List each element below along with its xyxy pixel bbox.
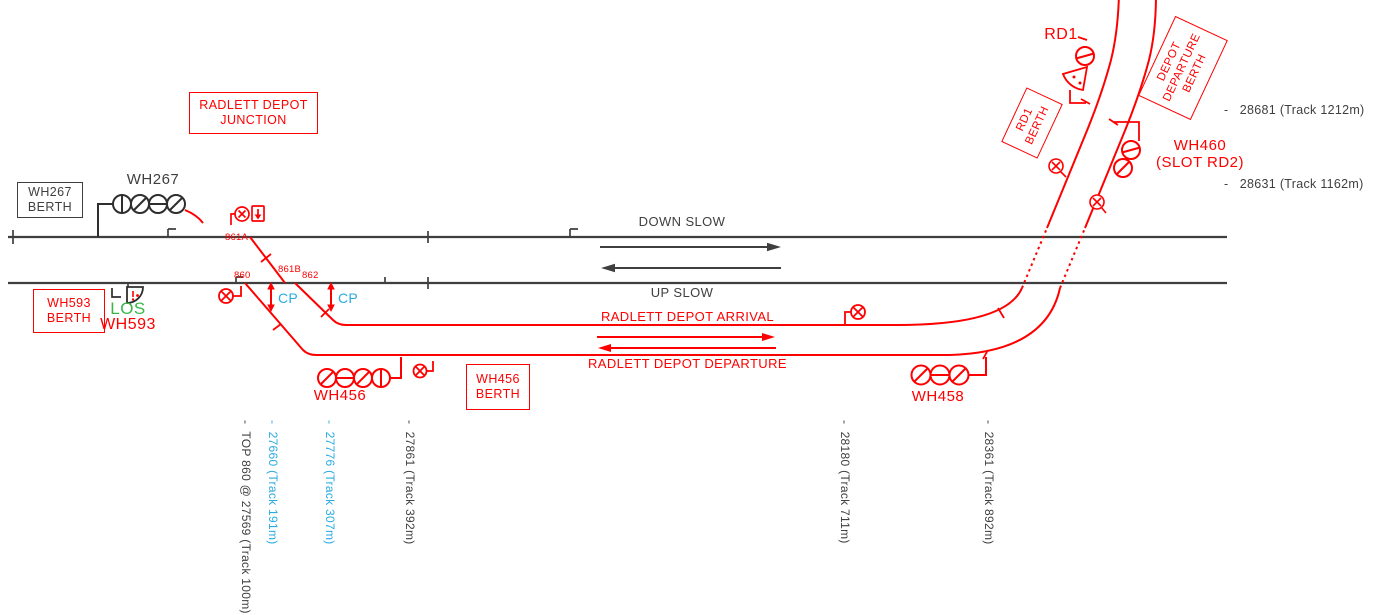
crossover-861a: [249, 236, 286, 284]
shunt-signal-860-icon: [218, 286, 242, 304]
tick-861a: [260, 253, 272, 263]
point-862-label: 862: [302, 270, 319, 281]
cp-arrows: [267, 282, 335, 312]
milepost-27660: - 27660 (Track 191m): [266, 420, 280, 545]
axle-counter-icons: [1048, 158, 1107, 214]
milepost-27776: - 27776 (Track 307m): [323, 420, 337, 545]
wh456-berth-box: WH456 BERTH: [466, 364, 530, 410]
signal-rd1-icon: [1061, 46, 1095, 105]
signal-wh458-label: WH458: [911, 388, 965, 405]
junction-box-line2: JUNCTION: [220, 113, 287, 127]
milepost-28180: - 28180 (Track 711m): [838, 420, 852, 544]
signal-rd1-label: RD1: [1044, 26, 1078, 43]
depot-departure-label: RADLETT DEPOT DEPARTURE: [588, 356, 787, 371]
departure-arrowhead: [598, 344, 611, 352]
wh593-berth-line2: BERTH: [46, 311, 92, 325]
wh267-berth-line1: WH267: [28, 185, 72, 199]
main-direction-arrows: [600, 242, 781, 273]
signal-wh456-label: WH456: [313, 387, 367, 404]
point-861b-label: 861B: [278, 264, 301, 275]
radlett-depot-junction-box: RADLETT DEPOT JUNCTION: [189, 92, 318, 134]
down-slow-arrowhead: [767, 242, 781, 252]
up-slow-arrowhead: [601, 263, 615, 273]
signal-wh460-label: WH460: [1173, 137, 1227, 154]
milepost-28681: - 28681 (Track 1212m): [1224, 103, 1365, 117]
red-track-ticks: [272, 36, 1088, 360]
signal-861a-icon: [230, 205, 265, 225]
wh456-shunt-icon: [412, 361, 434, 379]
depot-arrival-label: RADLETT DEPOT ARRIVAL: [600, 309, 775, 324]
wh593-berth-line1: WH593: [47, 296, 91, 310]
los-wh593-icon: [111, 286, 144, 304]
signal-wh460-icon: [1108, 118, 1141, 178]
milepost-28631: - 28631 (Track 1162m): [1224, 177, 1364, 191]
milepost-27861: - 27861 (Track 392m): [403, 420, 417, 545]
los-label: LOS: [110, 299, 146, 318]
point-861a-label: 861A: [225, 232, 248, 243]
signal-wh267-icon: [97, 194, 186, 237]
down-slow-label: DOWN SLOW: [638, 214, 726, 229]
wh593-berth-box: WH593 BERTH: [33, 289, 105, 333]
milepost-28361: - 28361 (Track 892m): [982, 420, 996, 545]
wh267-berth-box: WH267 BERTH: [17, 182, 83, 218]
milepost-top860: - TOP 860 @ 27569 (Track 100m): [239, 420, 253, 614]
main-lines: [8, 235, 1227, 285]
signal-wh460-slot-label: (SLOT RD2): [1155, 154, 1245, 171]
cp-label-1: CP: [278, 290, 299, 306]
arrival-shunt-icon: [844, 304, 866, 325]
wh267-route-tail: [184, 209, 204, 224]
junction-box-line1: RADLETT DEPOT: [199, 98, 308, 112]
point-860-label: 860: [234, 270, 251, 281]
wh456-berth-line1: WH456: [476, 372, 520, 386]
depot-departure-line: [244, 0, 1157, 356]
signal-wh593-label: WH593: [100, 316, 156, 333]
depot-arrival-line: [294, 0, 1120, 326]
up-slow-label: UP SLOW: [650, 285, 714, 300]
cp-label-2: CP: [338, 290, 359, 306]
signal-wh267-label: WH267: [126, 171, 180, 188]
wh456-berth-line2: BERTH: [475, 387, 521, 401]
depot-direction-arrows: [597, 333, 776, 352]
wh267-berth-line2: BERTH: [27, 200, 73, 214]
signal-wh458-icon: [910, 357, 987, 386]
arrival-arrowhead: [762, 333, 775, 341]
signal-wh456-icon: [317, 357, 402, 388]
